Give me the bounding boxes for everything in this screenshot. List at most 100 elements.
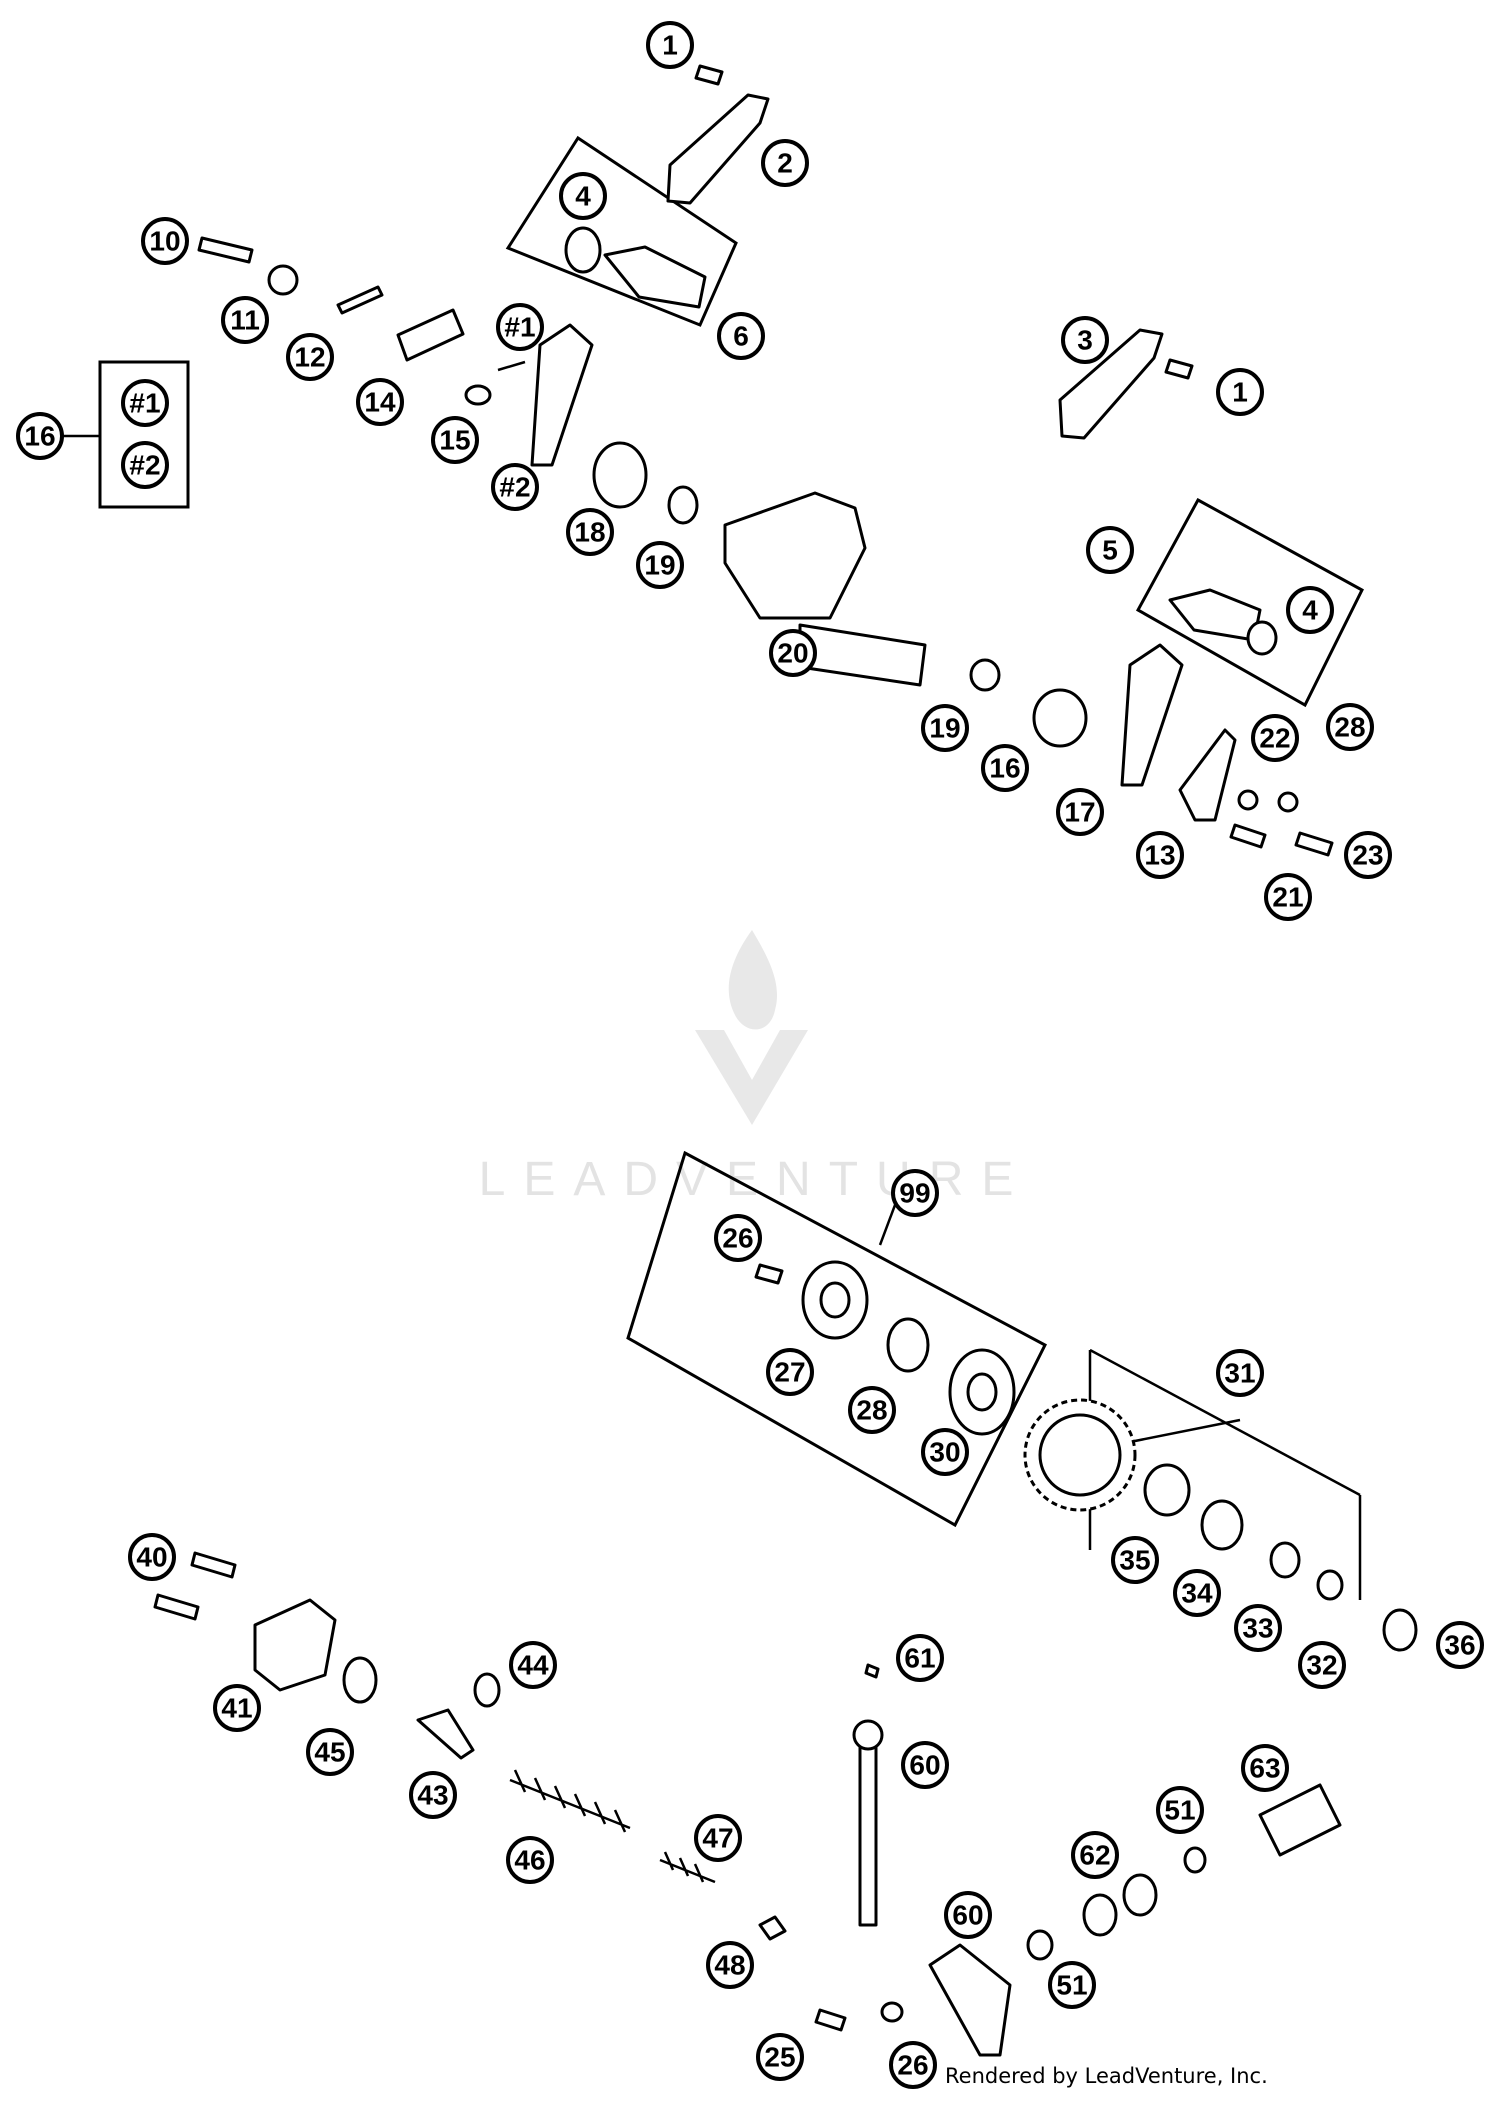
svg-text:1: 1 [1232, 377, 1248, 408]
callout-12[interactable]: 12 [286, 333, 334, 381]
svg-text:31: 31 [1224, 1358, 1255, 1389]
svg-text:16: 16 [989, 753, 1020, 784]
callout-48[interactable]: 48 [706, 1941, 754, 1989]
callout-19[interactable]: 19 [636, 541, 684, 589]
svg-text:19: 19 [929, 713, 960, 744]
group-16-member-2: #2 [121, 441, 169, 489]
svg-text:60: 60 [952, 1900, 983, 1931]
callout-14[interactable]: 14 [356, 378, 404, 426]
svg-text:11: 11 [230, 305, 260, 336]
svg-text:1: 1 [662, 30, 678, 61]
group-16-member-1: #1 [121, 379, 169, 427]
svg-text:40: 40 [136, 1542, 167, 1573]
svg-text:44: 44 [517, 1650, 549, 1681]
callout-2[interactable]: 2 [761, 139, 809, 187]
svg-text:#1: #1 [504, 312, 535, 343]
svg-text:6: 6 [733, 321, 749, 352]
callout-28-lower[interactable]: 28 [848, 1386, 896, 1434]
callout-31[interactable]: 31 [1216, 1349, 1264, 1397]
svg-text:14: 14 [364, 387, 396, 418]
svg-text:17: 17 [1064, 797, 1095, 828]
callout-23[interactable]: 23 [1344, 831, 1392, 879]
assembly-box-16 [98, 360, 190, 509]
callout-1[interactable]: 1 [646, 21, 694, 69]
svg-text:19: 19 [644, 550, 675, 581]
callout-4[interactable]: 4 [559, 172, 607, 220]
callout-5[interactable]: 5 [1086, 526, 1134, 574]
assembly-box-5 [1135, 497, 1364, 708]
callout-40[interactable]: 40 [128, 1533, 176, 1581]
callout-45[interactable]: 45 [306, 1728, 354, 1776]
callout-6[interactable]: 6 [717, 312, 765, 360]
callout-46[interactable]: 46 [506, 1836, 554, 1884]
callout-3[interactable]: 3 [1061, 316, 1109, 364]
callout-51-lower[interactable]: 51 [1048, 1961, 1096, 2009]
callout-47[interactable]: 47 [694, 1814, 742, 1862]
svg-text:32: 32 [1306, 1650, 1337, 1681]
callout-10[interactable]: 10 [141, 217, 189, 265]
callout-60-lower[interactable]: 60 [944, 1891, 992, 1939]
svg-text:63: 63 [1249, 1753, 1280, 1784]
callout-21[interactable]: 21 [1264, 873, 1312, 921]
svg-text:20: 20 [777, 638, 808, 669]
svg-text:10: 10 [149, 226, 180, 257]
svg-text:62: 62 [1079, 1840, 1110, 1871]
svg-text:36: 36 [1444, 1630, 1475, 1661]
callout-43[interactable]: 43 [409, 1771, 457, 1819]
callout-26[interactable]: 26 [714, 1214, 762, 1262]
callout-lever-1[interactable]: #1 [496, 303, 544, 351]
callout-28[interactable]: 28 [1326, 703, 1374, 751]
callout-34[interactable]: 34 [1173, 1569, 1221, 1617]
callout-41[interactable]: 41 [213, 1684, 261, 1732]
callout-27[interactable]: 27 [766, 1348, 814, 1396]
callout-17[interactable]: 17 [1056, 788, 1104, 836]
callout-51[interactable]: 51 [1156, 1786, 1204, 1834]
callout-61[interactable]: 61 [896, 1634, 944, 1682]
svg-text:26: 26 [897, 2050, 928, 2081]
callout-62[interactable]: 62 [1071, 1831, 1119, 1879]
callout-1-right[interactable]: 1 [1216, 368, 1264, 416]
svg-text:30: 30 [929, 1437, 960, 1468]
callout-lever-2[interactable]: #2 [491, 463, 539, 511]
svg-text:4: 4 [575, 181, 591, 212]
callout-16-lower[interactable]: 16 [981, 744, 1029, 792]
callout-60[interactable]: 60 [901, 1741, 949, 1789]
callout-15[interactable]: 15 [431, 416, 479, 464]
callout-11[interactable]: 11 [221, 296, 269, 344]
callout-25[interactable]: 25 [756, 2033, 804, 2081]
callout-33[interactable]: 33 [1234, 1604, 1282, 1652]
leadventure-watermark: LEADVENTURE [479, 930, 1013, 1206]
svg-text:34: 34 [1181, 1578, 1213, 1609]
callout-26-lower[interactable]: 26 [889, 2041, 937, 2089]
callout-22[interactable]: 22 [1251, 714, 1299, 762]
callout-63[interactable]: 63 [1241, 1744, 1289, 1792]
callout-35[interactable]: 35 [1111, 1536, 1159, 1584]
svg-text:41: 41 [221, 1693, 252, 1724]
svg-text:22: 22 [1259, 723, 1290, 754]
callout-18[interactable]: 18 [566, 508, 614, 556]
svg-text:61: 61 [904, 1643, 935, 1674]
callout-30[interactable]: 30 [921, 1428, 969, 1476]
svg-text:99: 99 [899, 1178, 930, 1209]
svg-text:45: 45 [314, 1737, 345, 1768]
callout-32[interactable]: 32 [1298, 1641, 1346, 1689]
callout-44[interactable]: 44 [509, 1641, 557, 1689]
part-shapes-middle [754, 1260, 1418, 1652]
svg-text:#2: #2 [499, 472, 530, 503]
svg-text:#2: #2 [129, 450, 160, 481]
callout-13[interactable]: 13 [1136, 831, 1184, 879]
svg-text:46: 46 [514, 1845, 545, 1876]
svg-text:33: 33 [1242, 1613, 1273, 1644]
svg-text:25: 25 [764, 2042, 795, 2073]
callout-20[interactable]: 20 [769, 629, 817, 677]
callout-4-right[interactable]: 4 [1286, 586, 1334, 634]
assembly-box-99 [626, 1150, 1047, 1528]
svg-text:13: 13 [1144, 840, 1175, 871]
callout-16[interactable]: 16 [16, 412, 64, 460]
callout-99[interactable]: 99 [891, 1169, 939, 1217]
svg-text:43: 43 [417, 1780, 448, 1811]
callout-19-lower[interactable]: 19 [921, 704, 969, 752]
callout-36[interactable]: 36 [1436, 1621, 1484, 1669]
svg-text:51: 51 [1056, 1970, 1087, 2001]
